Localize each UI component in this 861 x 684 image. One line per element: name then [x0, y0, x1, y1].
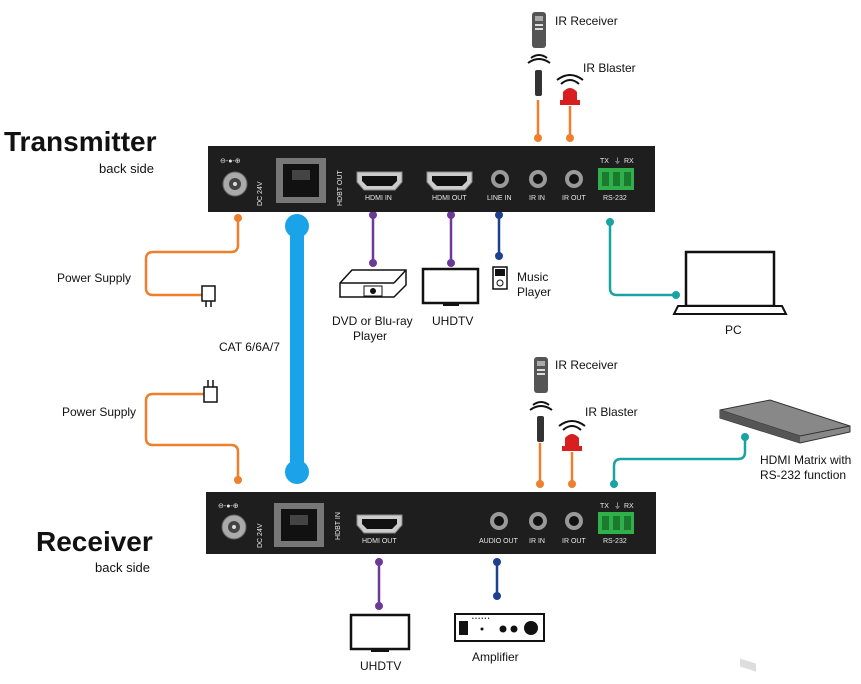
svg-text:⊖-●-⊕: ⊖-●-⊕	[218, 503, 239, 510]
svg-text:⏚: ⏚	[614, 157, 621, 165]
transmitter-panel: ⊖-●-⊕ DC 24V HDBT OUT HDMI IN HDMI OUT L…	[208, 146, 655, 212]
rx-audio-out-port	[490, 512, 508, 530]
tx-ir-in-label: IR IN	[529, 195, 545, 202]
tv-icon	[349, 613, 411, 652]
pc-label: PC	[725, 323, 742, 337]
matrix-label-line2: RS-232 function	[760, 468, 846, 482]
amplifier-icon: • • • • • •	[454, 613, 545, 642]
tx-ir-out-port	[565, 170, 583, 188]
svg-text:⊖-●-⊕: ⊖-●-⊕	[220, 158, 241, 165]
tx-hdbt-port	[276, 158, 326, 203]
tx-ir-out-label: IR OUT	[562, 195, 586, 202]
rx-ir-out-port	[565, 512, 583, 530]
tx-hdmi-in-label: HDMI IN	[365, 195, 392, 202]
dc-power-jack: ⊖-●-⊕	[218, 503, 247, 540]
transmitter-title: Transmitter	[4, 126, 157, 157]
transmitter-subtitle: back side	[99, 161, 154, 176]
uhdtv-top-label: UHDTV	[432, 314, 473, 328]
tv-icon	[421, 267, 480, 306]
rx-rs232-terminal	[598, 512, 634, 534]
power-adapter-icon	[201, 285, 216, 307]
tx-line-in-port	[491, 170, 509, 188]
rx-audio-out-label: AUDIO OUT	[479, 538, 519, 545]
ir-blaster-top-label: IR Blaster	[583, 61, 636, 75]
receiver-subtitle: back side	[95, 560, 150, 575]
rx-rx-label: RX	[624, 503, 634, 510]
ir-receiver-top-label: IR Receiver	[555, 14, 618, 28]
rx-ir-in-label: IR IN	[529, 538, 545, 545]
cat-cable-label: CAT 6/6A/7	[219, 340, 280, 354]
ir-blaster-bottom-label: IR Blaster	[585, 405, 638, 419]
ir-receiver-icon	[529, 357, 553, 442]
power-cable-bottom	[144, 392, 240, 480]
svg-text:• • • • • •: • • • • • •	[472, 616, 490, 622]
tx-rx-label: RX	[624, 158, 634, 165]
hdmi-matrix-icon	[719, 399, 851, 672]
tx-hdbt-label: HDBT OUT	[337, 170, 344, 206]
tx-rs232-label: RS-232	[603, 195, 627, 202]
tx-dc-label: DC 24V	[257, 181, 264, 206]
receiver-panel: ⊖-●-⊕ DC 24V HDBT IN HDMI OUT AUDIO OUT …	[206, 492, 656, 554]
rx-ir-in-port	[529, 512, 547, 530]
power-adapter-icon	[203, 380, 218, 403]
ir-blaster-icon	[558, 420, 586, 451]
rx-ir-out-label: IR OUT	[562, 538, 586, 545]
rx-hdmi-out-label: HDMI OUT	[362, 538, 397, 545]
dvd-label-line2: Player	[353, 329, 387, 343]
tx-line-in-label: LINE IN	[487, 195, 512, 202]
rx-hdbt-port	[274, 503, 324, 547]
amplifier-label: Amplifier	[472, 650, 519, 664]
uhdtv-bottom-label: UHDTV	[360, 659, 401, 673]
laptop-icon	[672, 250, 788, 315]
dvd-player-icon	[339, 269, 407, 298]
tx-tx-label: TX	[600, 158, 609, 165]
music-label-line2: Player	[517, 285, 551, 299]
cat-cable	[285, 214, 309, 484]
tx-ir-in-port	[529, 170, 547, 188]
tx-hdmi-out-label: HDMI OUT	[432, 195, 467, 202]
dc-power-jack: ⊖-●-⊕	[220, 158, 248, 197]
rx-hdbt-label: HDBT IN	[335, 512, 342, 540]
tx-rs232-terminal	[598, 168, 634, 190]
power-supply-bottom-label: Power Supply	[62, 405, 136, 419]
power-cable-top	[144, 218, 240, 297]
ir-receiver-bottom-label: IR Receiver	[555, 358, 618, 372]
music-label-line1: Music	[517, 270, 548, 284]
music-player-icon	[492, 266, 508, 290]
rx-dc-label: DC 24V	[257, 523, 264, 548]
power-supply-top-label: Power Supply	[57, 271, 131, 285]
rx-tx-label: TX	[600, 503, 609, 510]
ir-blaster-icon	[556, 74, 584, 105]
dvd-label-line1: DVD or Blu-ray	[332, 314, 413, 328]
svg-text:⏚: ⏚	[614, 502, 621, 510]
receiver-title: Receiver	[36, 526, 153, 557]
rx-rs232-label: RS-232	[603, 538, 627, 545]
matrix-label-line1: HDMI Matrix with	[760, 453, 851, 467]
ir-receiver-icon	[527, 12, 551, 96]
